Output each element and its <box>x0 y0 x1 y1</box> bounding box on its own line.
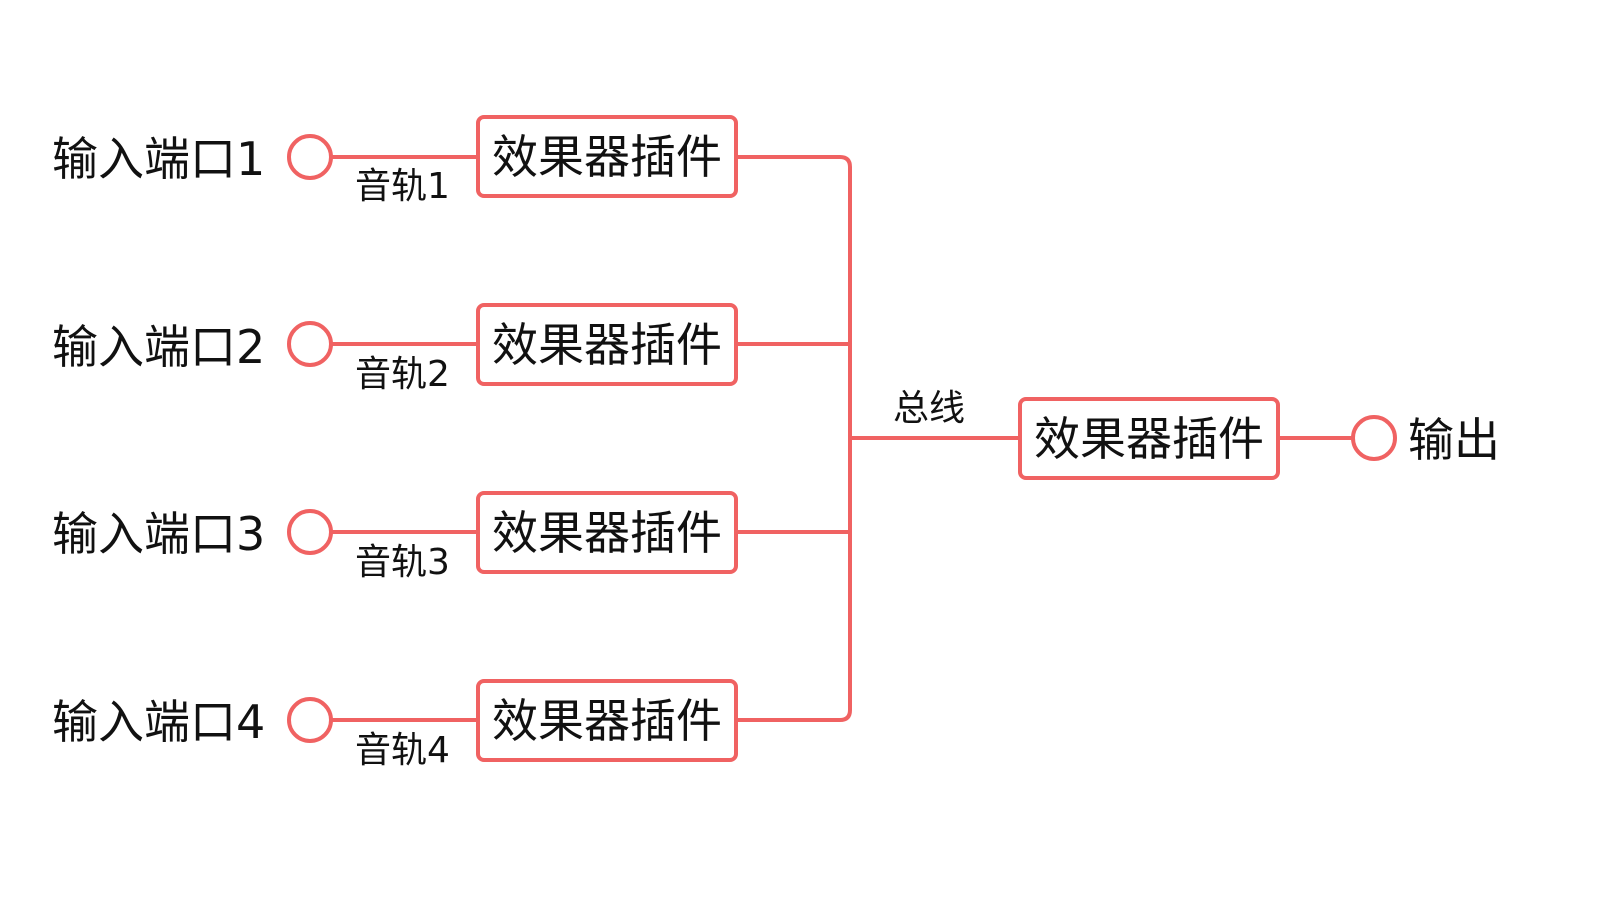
input-port-label: 输入端口3 <box>52 507 265 561</box>
effect-plugin-label: 效果器插件 <box>492 318 722 372</box>
input-row-1: 输入端口1 音轨1 效果器插件 <box>52 115 738 207</box>
bus-connectors: 总线 <box>734 155 1022 722</box>
track-label: 音轨4 <box>355 730 450 771</box>
input-row-3: 输入端口3 音轨3 效果器插件 <box>52 491 738 583</box>
input-row-4: 输入端口4 音轨4 效果器插件 <box>52 679 738 771</box>
output-label: 输出 <box>1408 413 1500 467</box>
input-port-label: 输入端口1 <box>52 132 265 186</box>
track-label: 音轨1 <box>355 166 450 207</box>
bus-output-section: 效果器插件 输出 <box>1018 397 1500 480</box>
input-port-label: 输入端口2 <box>52 320 265 374</box>
output-port-circle[interactable] <box>1351 415 1397 461</box>
effect-plugin-label: 效果器插件 <box>492 694 722 748</box>
input-port-circle[interactable] <box>287 321 333 367</box>
input-port-circle[interactable] <box>287 509 333 555</box>
input-port-label: 输入端口4 <box>52 695 265 749</box>
input-row-2: 输入端口2 音轨2 效果器插件 <box>52 303 738 395</box>
bus-label: 总线 <box>893 388 965 429</box>
input-port-circle[interactable] <box>287 697 333 743</box>
bus-effect-plugin-label: 效果器插件 <box>1034 412 1264 466</box>
effect-plugin-label: 效果器插件 <box>492 506 722 560</box>
track-label: 音轨2 <box>355 354 450 395</box>
track-label: 音轨3 <box>355 542 450 583</box>
effect-plugin-label: 效果器插件 <box>492 130 722 184</box>
input-port-circle[interactable] <box>287 134 333 180</box>
bus-collector-line <box>734 155 852 722</box>
